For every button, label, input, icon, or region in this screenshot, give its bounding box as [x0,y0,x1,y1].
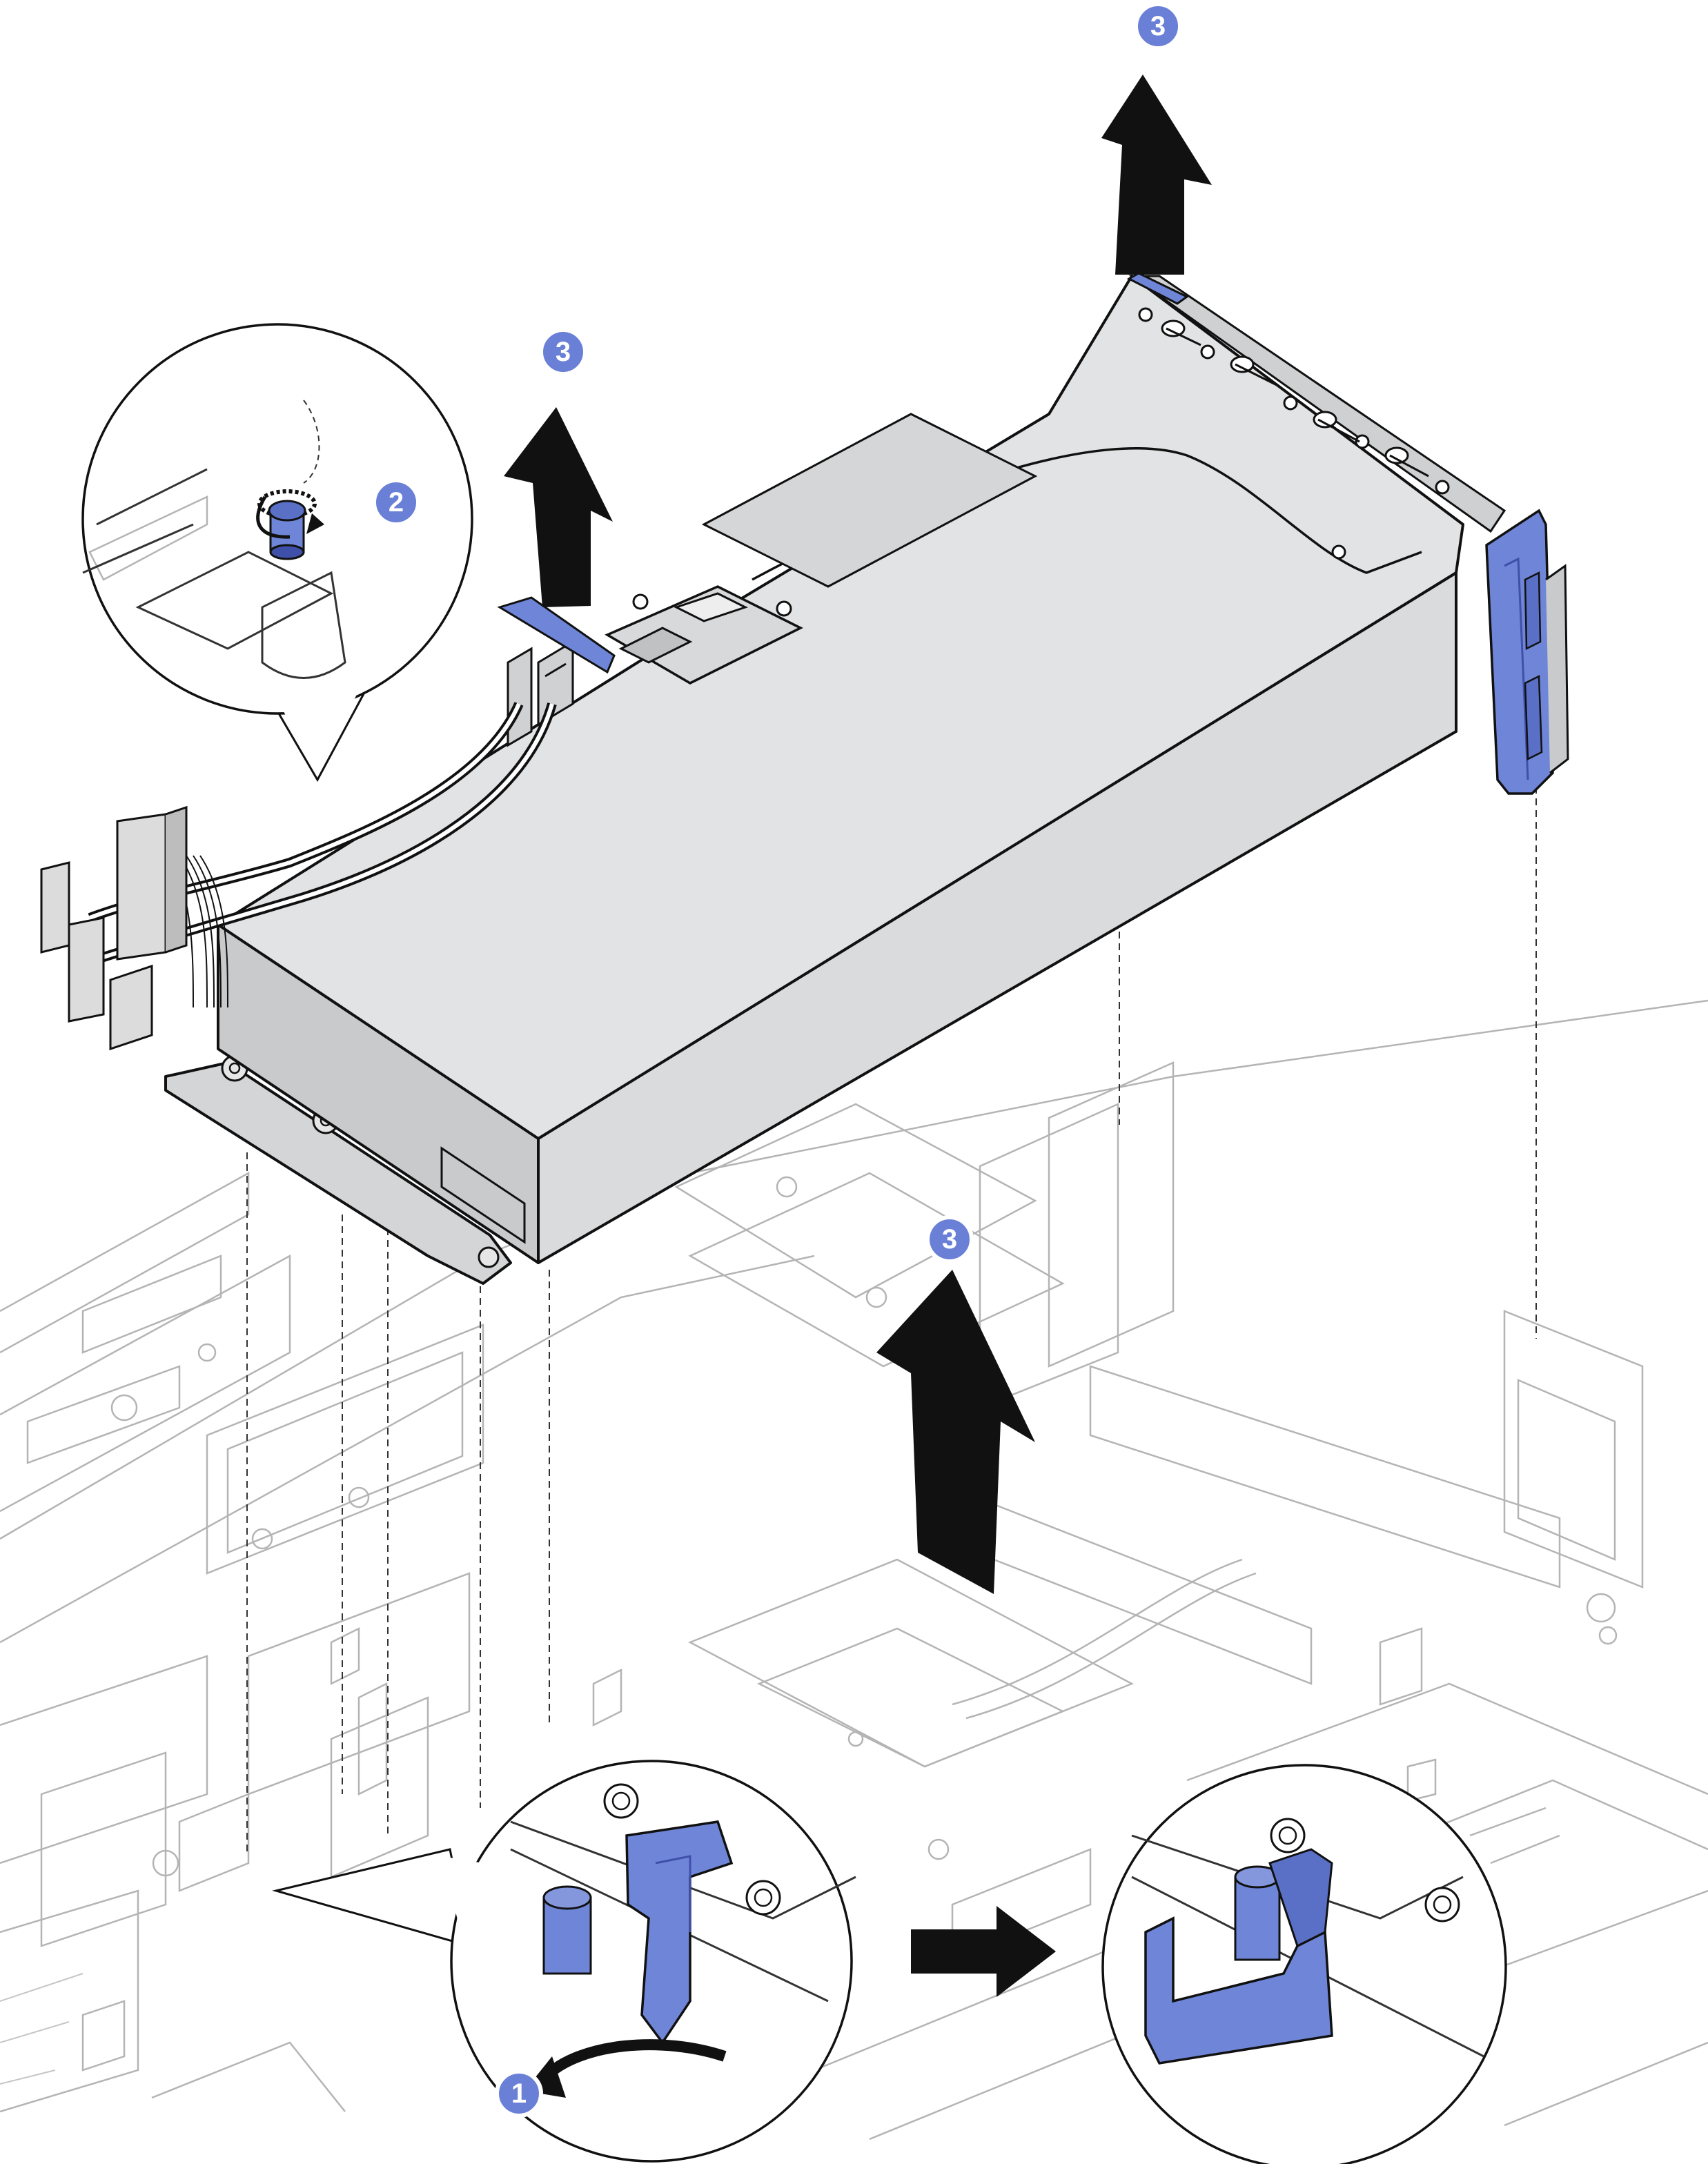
server-chassis [0,999,1708,2141]
step-3-badge: 3 [1134,2,1182,50]
step-2-badge: 2 [372,478,420,527]
thumbscrew-callout [81,323,473,783]
lift-arrow-icon [504,407,613,607]
rotate-arrow-icon [541,2039,727,2081]
blue-tab-rear [1126,272,1189,305]
step-3-badge: 3 [925,1215,974,1263]
riser-blue-parts [497,272,1569,795]
blue-tab-top-left [497,596,616,674]
svg-text:3: 3 [556,337,571,367]
step-3-badge: 3 [539,328,587,376]
blue-release-latch [1485,509,1554,795]
lift-arrow-icon [876,1270,1035,1594]
riser-card-assembly [164,275,1506,1285]
riser-bracket-base [164,1061,512,1285]
latch-callout-closed [1101,1764,1507,2164]
step-1-badge: 1 [495,2069,543,2118]
riser-card-top-face [217,275,1464,1140]
svg-text:2: 2 [389,487,404,518]
lift-arrow-icon [1101,75,1212,275]
direction-arrow-icon [911,1906,1056,1997]
cables [40,702,557,1051]
latch-callout-open [272,1760,856,2163]
svg-text:3: 3 [942,1224,957,1255]
svg-text:3: 3 [1150,11,1166,41]
svg-text:1: 1 [511,2078,527,2109]
alignment-guides [246,787,1537,1856]
rotate-arrow-icon [306,513,324,534]
thumbscrew-icon [256,489,324,560]
